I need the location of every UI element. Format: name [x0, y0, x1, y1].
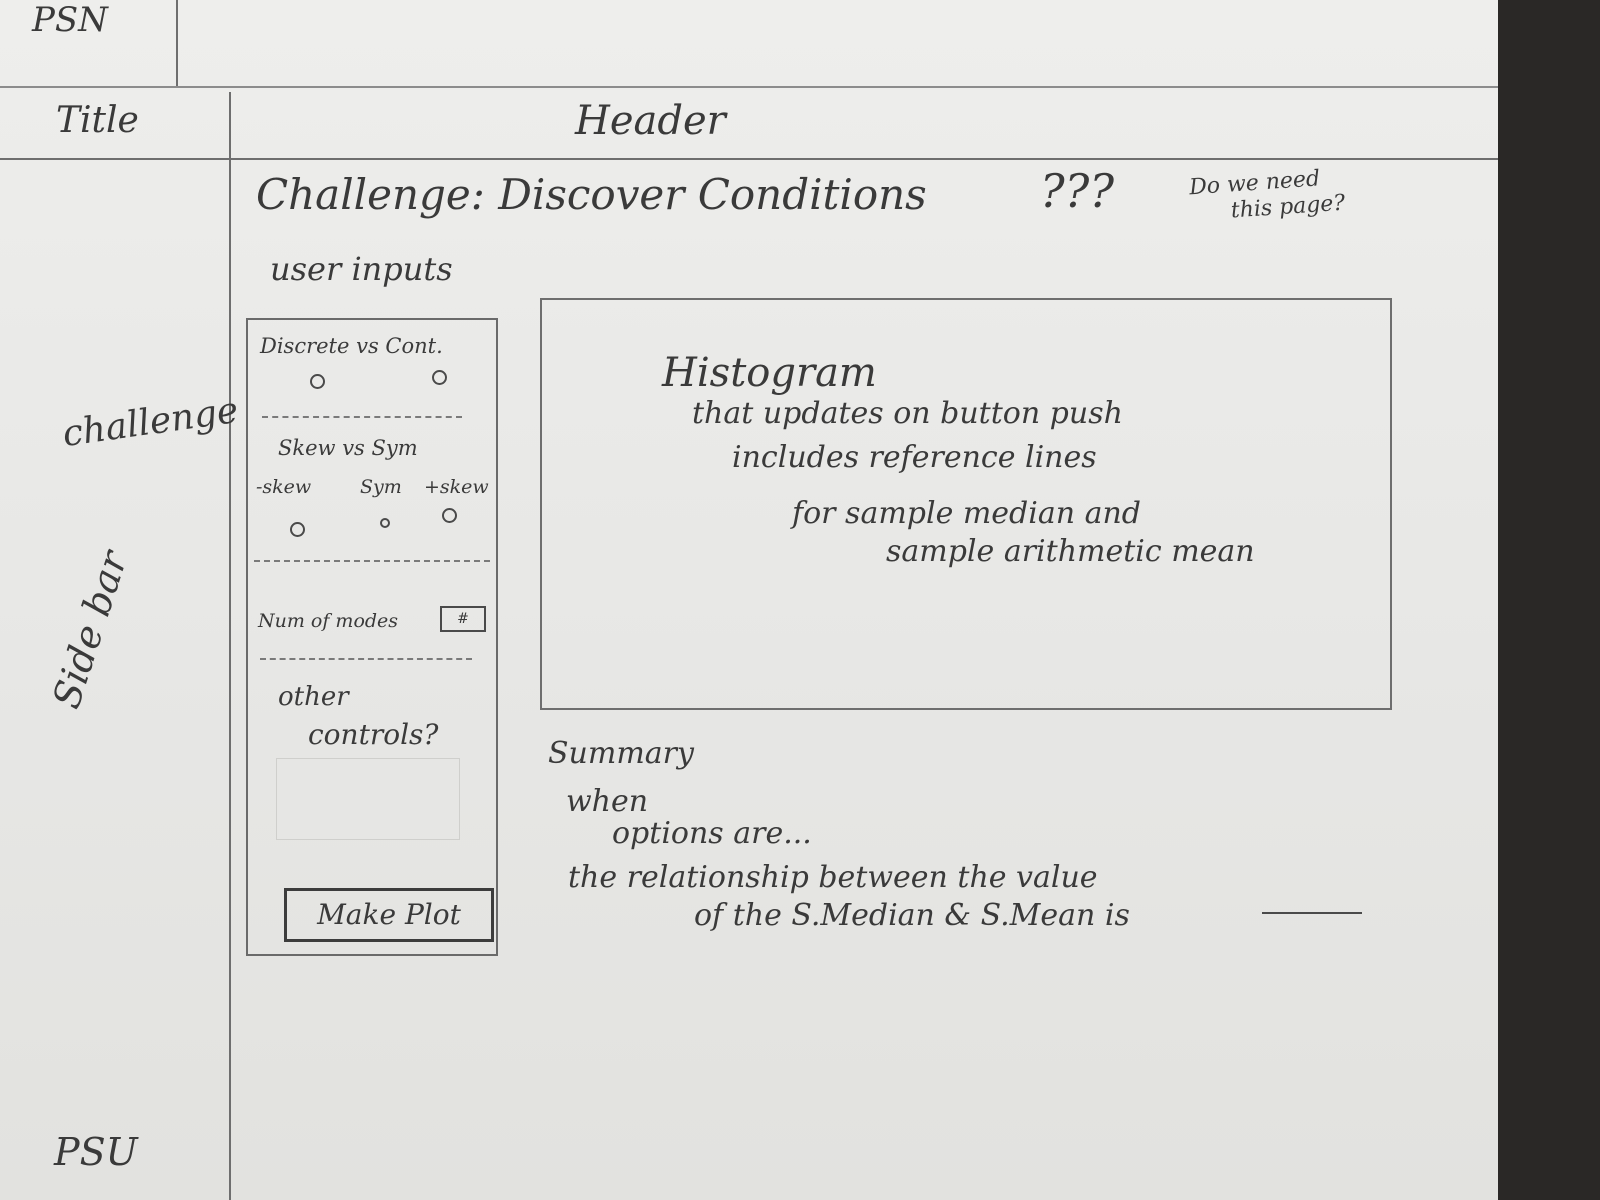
divider: [254, 560, 490, 562]
app-title: Title: [56, 100, 139, 141]
sidebar-label: Side bar: [44, 545, 136, 714]
summary-line: of the S.Median & S.Mean is: [694, 898, 1130, 933]
user-inputs-label: user inputs: [270, 250, 453, 288]
header-divider: [0, 158, 1498, 160]
sketch-paper: PSN Title Header challenge Side bar PSU …: [0, 0, 1498, 1200]
pos-skew-option-label: +skew: [424, 476, 489, 498]
page-header: Header: [575, 98, 726, 144]
sidebar-divider: [229, 92, 231, 1200]
sidebar-item-challenge[interactable]: challenge: [60, 389, 241, 456]
other-controls-line1: other: [278, 682, 349, 712]
pos-skew-radio[interactable]: [442, 508, 457, 523]
num-modes-label: Num of modes: [258, 610, 399, 632]
summary-blank: [1262, 912, 1362, 914]
summary-line: the relationship between the value: [568, 860, 1098, 895]
histogram-title: Histogram: [662, 350, 877, 396]
histogram-desc-line: that updates on button push: [692, 396, 1123, 431]
corner-label-bottom: PSU: [54, 1130, 138, 1174]
other-controls-line2: controls?: [308, 718, 439, 751]
margin-note: Do we need this page?: [1188, 165, 1346, 228]
neg-skew-radio[interactable]: [290, 522, 305, 537]
corner-divider: [176, 0, 178, 86]
user-inputs-panel: Discrete vs Cont. Skew vs Sym -skew Sym …: [246, 318, 498, 956]
continuous-radio[interactable]: [432, 370, 447, 385]
page-title: Challenge: Discover Conditions: [256, 170, 927, 219]
sym-option-label: Sym: [360, 476, 402, 498]
histogram-desc-line: for sample median and: [792, 496, 1142, 531]
summary-line: options are...: [612, 816, 812, 851]
corner-label-top: PSN: [32, 0, 108, 40]
neg-skew-option-label: -skew: [256, 476, 312, 498]
histogram-desc-line: includes reference lines: [732, 440, 1097, 475]
make-plot-button[interactable]: Make Plot: [284, 888, 494, 942]
discrete-radio[interactable]: [310, 374, 325, 389]
divider: [262, 416, 462, 418]
num-modes-input[interactable]: #: [440, 606, 486, 632]
histogram-plot-area: Histogram that updates on button push in…: [540, 298, 1392, 710]
sym-radio[interactable]: [380, 518, 390, 528]
question-marks: ???: [1040, 164, 1114, 218]
discrete-vs-cont-label: Discrete vs Cont.: [260, 334, 443, 358]
erased-control-placeholder: [276, 758, 460, 840]
summary-title: Summary: [548, 736, 694, 771]
divider: [260, 658, 472, 660]
skew-vs-sym-label: Skew vs Sym: [278, 436, 418, 460]
summary-line: when: [566, 784, 649, 819]
histogram-desc-line: sample arithmetic mean: [886, 534, 1255, 569]
sheet-edge: [0, 86, 1498, 88]
